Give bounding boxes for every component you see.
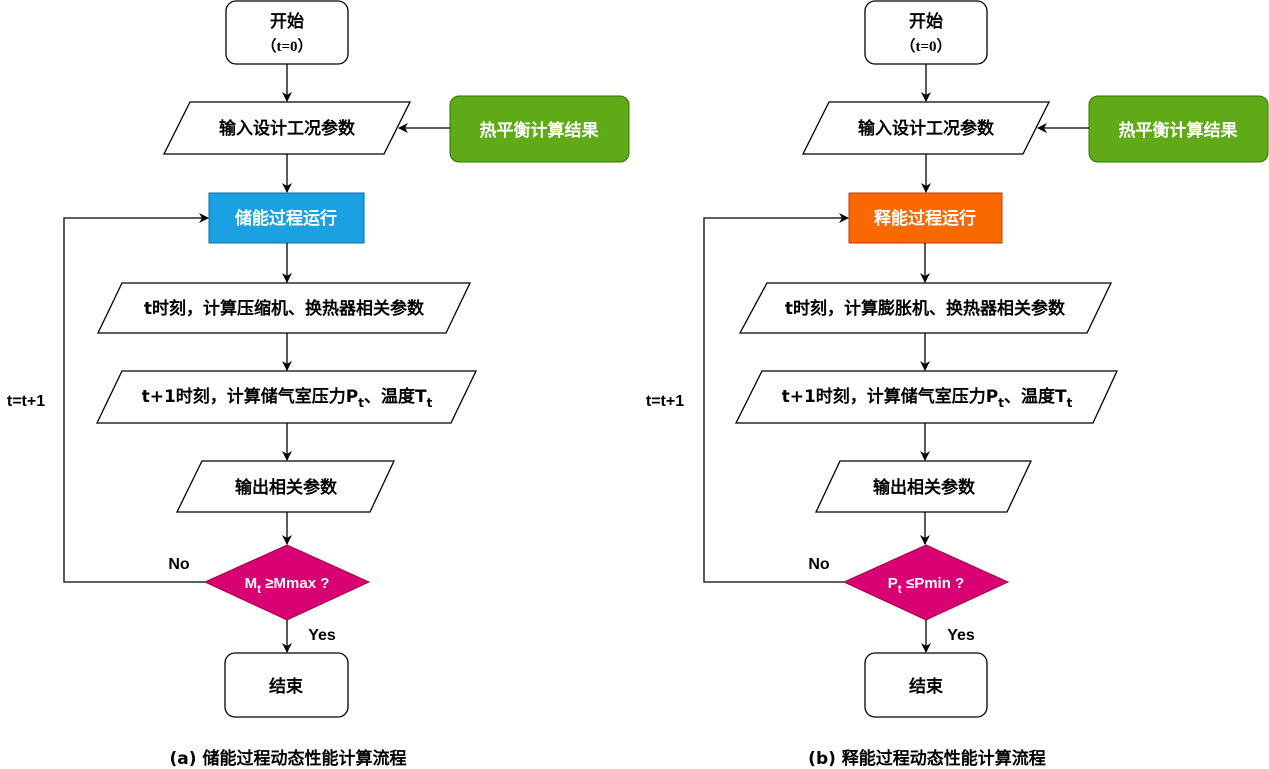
charging-process-label: 储能过程运行 <box>235 208 337 229</box>
heat-balance-result-node <box>1088 95 1269 163</box>
end-label: 结束 <box>909 676 943 697</box>
end-node <box>224 652 349 718</box>
output-node <box>175 460 396 513</box>
discharging-process-label: 释能过程运行 <box>874 208 976 229</box>
loop-label: t=t+1 <box>646 393 684 410</box>
step1-node <box>96 282 472 334</box>
panel-a-charging: 开始 （t=0） 输入设计工况参数 热平衡计算结果 储能过程运行 t时刻，计算压… <box>7 0 630 769</box>
step1-label: t时刻，计算压缩机、换热器相关参数 <box>144 298 425 319</box>
step2-node <box>734 370 1119 424</box>
heat-balance-result-label: 热平衡计算结果 <box>1119 120 1238 141</box>
end-label: 结束 <box>269 676 303 697</box>
no-label: No <box>808 556 830 573</box>
charging-process-node <box>208 192 365 244</box>
yes-label: Yes <box>947 627 975 644</box>
start-label: 开始 <box>270 11 304 32</box>
input-node <box>162 101 412 155</box>
heat-balance-result-label: 热平衡计算结果 <box>480 120 599 141</box>
heat-balance-result-node <box>449 95 630 163</box>
discharging-process-node <box>848 192 1003 244</box>
step1-label: t时刻，计算膨胀机、换热器相关参数 <box>785 298 1066 319</box>
step2-label: t+1时刻，计算储气室压力Pt、温度Tt <box>142 386 433 410</box>
start-label: 开始 <box>909 11 943 32</box>
start-time-label: （t=0） <box>900 37 951 55</box>
input-label: 输入设计工况参数 <box>858 118 995 139</box>
step2-label: t+1时刻，计算储气室压力Pt、温度Tt <box>782 386 1073 410</box>
no-label: No <box>168 556 190 573</box>
output-label: 输出相关参数 <box>873 477 976 498</box>
step2-node <box>95 370 478 424</box>
loop-label: t=t+1 <box>7 393 45 410</box>
loop-back-arrow <box>703 213 849 583</box>
input-label: 输入设计工况参数 <box>219 118 356 139</box>
output-label: 输出相关参数 <box>235 477 338 498</box>
start-time-label: （t=0） <box>261 37 312 55</box>
panel-b-discharging: 开始 （t=0） 输入设计工况参数 热平衡计算结果 释能过程运行 t时刻，计算膨… <box>646 0 1269 769</box>
input-node <box>801 101 1051 155</box>
yes-label: Yes <box>308 627 336 644</box>
decision-label: Mt ≥Mmax ? <box>245 575 330 596</box>
end-node <box>864 652 988 718</box>
step1-node <box>738 282 1113 334</box>
output-node <box>814 460 1033 513</box>
loop-back-arrow <box>63 213 209 583</box>
caption-b: (b) 释能过程动态性能计算流程 <box>808 748 1046 769</box>
caption-a: (a) 储能过程动态性能计算流程 <box>170 748 407 769</box>
decision-label: Pt ≤Pmin ? <box>888 575 964 596</box>
